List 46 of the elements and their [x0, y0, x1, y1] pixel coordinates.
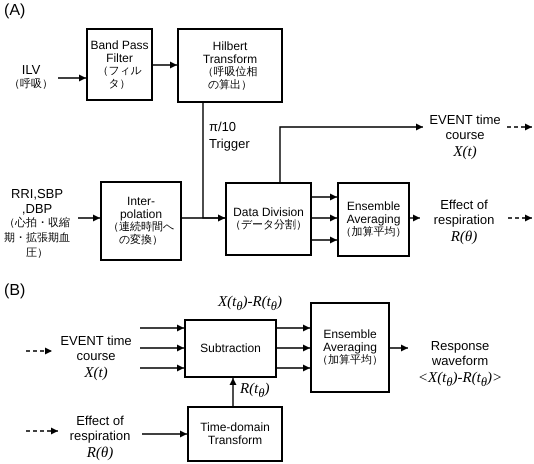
arrow	[277, 324, 310, 332]
note-label: （心拍・収縮期・拡張期血圧）	[3, 216, 71, 261]
arrow	[277, 344, 310, 352]
panel-label: (B)	[4, 282, 26, 300]
note-label: （呼吸）	[9, 77, 53, 92]
input-label: EVENT time course	[59, 333, 133, 363]
arrow	[140, 364, 184, 372]
output-label: Effect of respiration	[432, 197, 496, 227]
arrow	[58, 74, 86, 82]
arrow	[140, 324, 184, 332]
arrow	[410, 214, 420, 222]
process-box: Inter- polation （連続時間への変換）	[100, 181, 182, 261]
process-box: Subtraction	[184, 319, 277, 378]
process-box: Ensemble Averaging （加算平均）	[310, 302, 390, 393]
process-box: Time-domain Transform	[187, 406, 283, 462]
formula-label: <X(t$_{θ}$)-R(t$_{θ}$)>	[418, 369, 502, 391]
arrow	[140, 344, 184, 352]
formula-label: R(θ)	[86, 444, 114, 463]
arrow	[312, 194, 337, 200]
arrow	[78, 214, 100, 222]
panel-label: (A)	[4, 2, 26, 20]
formula-label: X(t)	[453, 143, 477, 162]
input-label: ILV	[22, 62, 40, 77]
process-box: Data Division （データ分割）	[225, 182, 312, 256]
arrow	[390, 344, 408, 352]
arrow	[507, 124, 532, 130]
arrow	[508, 214, 532, 222]
formula-label: X(t)	[84, 364, 108, 383]
output-label: Response waveform	[430, 338, 490, 368]
process-box: Band Pass Filter （フィルタ）	[86, 28, 153, 101]
arrow	[312, 214, 337, 222]
output-label: EVENT time course	[428, 112, 502, 142]
arrow	[182, 214, 225, 222]
arrow	[26, 428, 58, 434]
input-label: Effect of respiration	[68, 413, 132, 443]
process-box: Hilbert Transform （呼吸位相の算出）	[177, 28, 283, 103]
arrow	[142, 430, 187, 438]
arrow	[312, 236, 337, 244]
arrow	[230, 378, 236, 406]
arrow	[277, 364, 310, 372]
arrow	[279, 124, 423, 182]
input-label: RRI,SBP ,DBP	[10, 186, 64, 216]
process-box: Ensemble Averaging （加算平均）	[337, 182, 410, 257]
formula-label: R(θ)	[450, 228, 478, 247]
arrow	[153, 62, 177, 68]
arrow	[26, 348, 52, 354]
